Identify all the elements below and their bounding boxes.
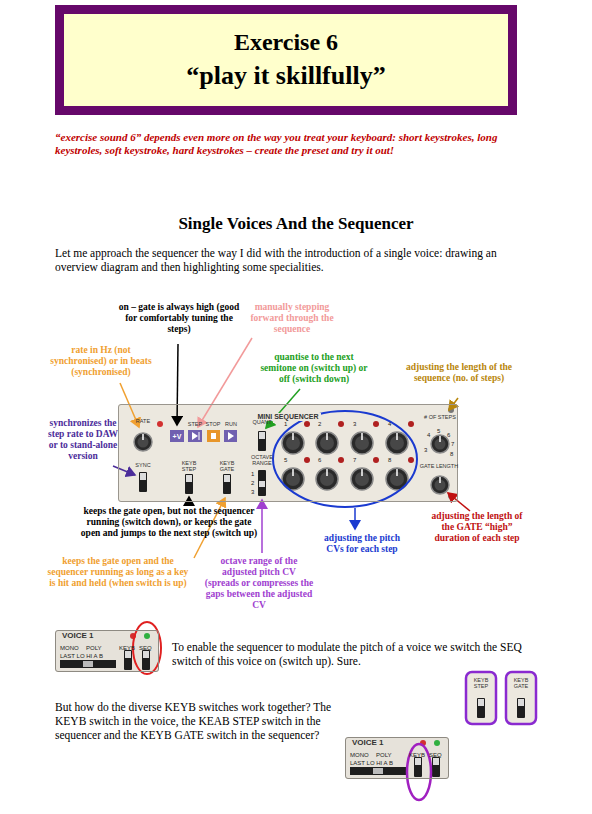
panel-label: RATE (131, 418, 155, 424)
body-text: But how do the diverse KEYB switches wor… (55, 700, 345, 742)
scale-number: 3 (424, 447, 427, 453)
callout-text: manually stepping forward through the se… (244, 302, 340, 335)
voice-module: VOICE 1 (345, 737, 449, 779)
scale-number: LAST LO HI A B (60, 653, 103, 659)
scale-number: 4 (427, 432, 430, 438)
panel-label: KEYB STEP (176, 460, 202, 472)
callout-text: adjusting the length of the sequence (no… (402, 362, 516, 384)
exercise-title: Exercise 6 (64, 26, 508, 58)
sequencer-panel: MINI SEQUENCER (118, 404, 458, 502)
panel-label: OCTAVE RANGE (246, 454, 278, 466)
scale-number: POLY (376, 752, 392, 758)
panel-label: RUN (223, 421, 239, 427)
scale-number: 1 (251, 471, 254, 477)
body-text: Let me approach the sequencer the way I … (55, 246, 533, 274)
scale-number: POLY (86, 645, 102, 651)
callout-text: synchronizes the step rate to DAW or to … (48, 418, 118, 462)
body-text: To enable the sequencer to modulate the … (172, 640, 532, 668)
scale-number: 4 (388, 421, 391, 427)
panel-label: STEP (186, 421, 204, 427)
scale-number: 7 (451, 441, 454, 447)
panel-label: GATE LENGTH (418, 463, 460, 469)
callout-text: adjusting the length of the GATE “high” … (426, 511, 528, 544)
scale-number: MONO (60, 645, 79, 651)
voice-module: VOICE 1 (55, 630, 159, 672)
scale-number: KEYB (119, 645, 135, 651)
panel-label: KEYB GATE (214, 460, 240, 472)
callout-text: octave range of the adjusted pitch CV (s… (204, 556, 314, 611)
intro-note: “exercise sound 6” depends even more on … (55, 131, 537, 157)
scale-number: 2 (318, 421, 321, 427)
scale-number: SEQ (139, 645, 152, 651)
scale-number: 6 (447, 432, 450, 438)
scale-number: 8 (388, 457, 391, 463)
scale-number: 5 (284, 457, 287, 463)
panel-label: KEYB GATE (508, 677, 534, 689)
panel-label: # OF STEPS (418, 414, 462, 420)
scale-number: 1 (284, 421, 287, 427)
scale-number: 3 (251, 489, 254, 495)
scale-number: KEYB (409, 752, 425, 758)
panel-label: QUANT (248, 419, 276, 425)
scale-number: SEQ (429, 752, 442, 758)
module-name: VOICE 1 (56, 631, 122, 641)
button-label: +V (170, 433, 184, 440)
panel-label: STOP (205, 421, 221, 427)
scale-number: MONO (350, 752, 369, 758)
scale-number: LAST LO HI A B (350, 760, 393, 766)
callout-text: keeps the gate open and the sequencer ru… (44, 556, 192, 589)
scale-number: 2 (251, 480, 254, 486)
callout-text: quantise to the next semitone on (switch… (258, 352, 370, 385)
scale-number: 6 (318, 457, 321, 463)
callout-text: adjusting the pitch CVs for each step (316, 533, 408, 555)
panel-label: KEYB STEP (468, 677, 494, 689)
panel-label: SYNC (129, 462, 157, 468)
callout-text: on – gate is always high (good for comfo… (116, 302, 242, 335)
scale-number: 7 (353, 457, 356, 463)
callout-text: keeps the gate open, but not the sequenc… (80, 506, 258, 539)
module-name: VOICE 1 (346, 738, 412, 748)
exercise-subtitle: “play it skillfully” (64, 58, 508, 93)
title-box: Exercise 6“play it skillfully” (55, 5, 517, 115)
scale-number: 5 (437, 428, 440, 434)
scale-number: 8 (450, 451, 453, 457)
section-heading: Single Voices And the Sequencer (55, 214, 537, 234)
scale-number: 3 (353, 421, 356, 427)
callout-text: rate in Hz (not synchronised) or in beat… (46, 345, 156, 378)
